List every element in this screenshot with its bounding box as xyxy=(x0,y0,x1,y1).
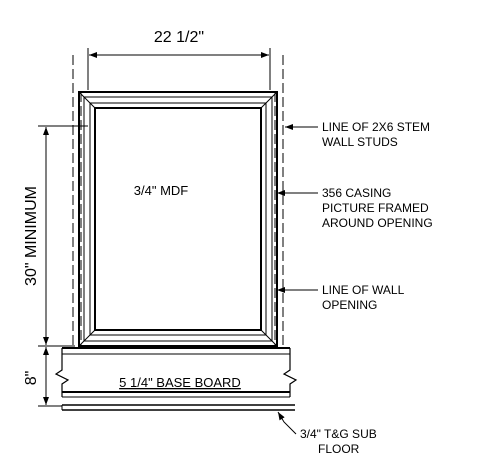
svg-text:356 CASING: 356 CASING xyxy=(322,186,391,200)
svg-text:AROUND OPENING: AROUND OPENING xyxy=(322,216,433,230)
callout-wall-opening: LINE OF WALL OPENING xyxy=(322,283,405,312)
callout-leaders xyxy=(277,124,318,435)
svg-text:LINE OF 2X6 STEM: LINE OF 2X6 STEM xyxy=(322,120,430,134)
panel-material-label: 3/4" MDF xyxy=(134,183,189,198)
baseboard-label: 5 1/4" BASE BOARD xyxy=(119,375,241,390)
width-dimension-label: 22 1/2" xyxy=(154,29,204,46)
height-dimension-label: 30" MINIMUM xyxy=(23,186,40,286)
callout-casing: 356 CASING PICTURE FRAMED AROUND OPENING xyxy=(322,186,433,230)
svg-text:WALL STUDS: WALL STUDS xyxy=(322,135,398,149)
base-height-dimension xyxy=(38,347,62,407)
svg-text:PICTURE FRAMED: PICTURE FRAMED xyxy=(322,201,429,215)
callout-stem-wall: LINE OF 2X6 STEM WALL STUDS xyxy=(322,120,430,149)
svg-text:FLOOR: FLOOR xyxy=(318,442,360,456)
svg-text:OPENING: OPENING xyxy=(322,298,377,312)
svg-text:LINE OF WALL: LINE OF WALL xyxy=(322,283,405,297)
width-dimension xyxy=(87,48,271,90)
subfloor xyxy=(61,404,295,411)
svg-text:3/4" T&G SUB: 3/4" T&G SUB xyxy=(300,427,377,441)
stem-wall-stud-lines xyxy=(72,55,284,345)
base-height-dimension-label: 8" xyxy=(23,371,40,386)
baseboard-label-background xyxy=(95,372,271,390)
casing-frame xyxy=(78,91,278,347)
callout-subfloor: 3/4" T&G SUB FLOOR xyxy=(300,427,377,456)
height-dimension xyxy=(38,125,88,347)
baseboard xyxy=(54,347,298,398)
